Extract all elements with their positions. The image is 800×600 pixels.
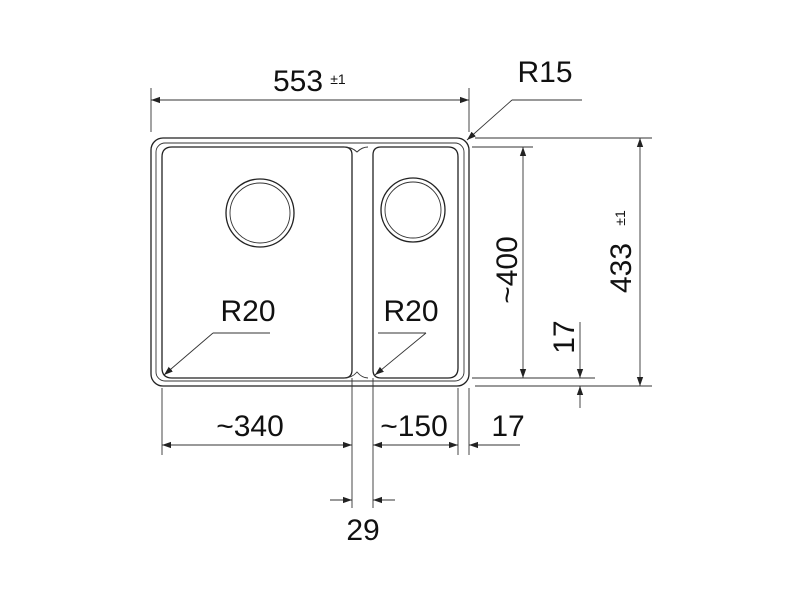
bowl-height-dimension: ~400 bbox=[472, 146, 595, 379]
rim-bottom-dimension: 17 bbox=[548, 320, 584, 408]
bottom-extension-lines bbox=[161, 378, 470, 508]
right-corner-radius-label: R20 bbox=[383, 295, 438, 328]
left-bowl-width-label: ~340 bbox=[216, 410, 284, 443]
outer-rim bbox=[150, 137, 470, 387]
left-corner-radius-dimension: R20 bbox=[163, 295, 276, 376]
outer-radius-dimension: R15 bbox=[466, 56, 582, 141]
right-bowl bbox=[372, 146, 459, 379]
left-drain-inner bbox=[229, 182, 291, 244]
right-bowl-outline bbox=[372, 146, 459, 379]
overall-width-dimension: 553 ±1 bbox=[150, 65, 470, 132]
rim-bottom-label: 17 bbox=[548, 320, 581, 353]
bowl-height-label: ~400 bbox=[491, 236, 524, 304]
overall-height-dimension: 433 ±1 bbox=[475, 137, 652, 387]
overall-width-tolerance: ±1 bbox=[330, 71, 346, 87]
rim-right-label: 17 bbox=[491, 410, 524, 443]
left-bowl bbox=[161, 146, 353, 379]
outer-radius-label: R15 bbox=[517, 56, 572, 89]
overall-height-tolerance: ±1 bbox=[612, 210, 628, 226]
right-drain-inner bbox=[384, 181, 442, 239]
right-drain-icon bbox=[380, 177, 446, 243]
overall-height-label: 433 bbox=[605, 243, 638, 293]
overall-width-label: 553 bbox=[273, 65, 323, 98]
sink-outline bbox=[150, 137, 470, 387]
left-corner-radius-label: R20 bbox=[220, 295, 275, 328]
divider-width-label: 29 bbox=[346, 514, 379, 547]
divider bbox=[343, 146, 369, 379]
right-bowl-width-label: ~150 bbox=[380, 410, 448, 443]
right-corner-radius-dimension: R20 bbox=[374, 295, 439, 376]
right-bowl-width-dimension: ~150 bbox=[373, 410, 458, 449]
left-drain-icon bbox=[225, 178, 295, 248]
left-bowl-width-dimension: ~340 bbox=[162, 410, 352, 449]
inner-rim bbox=[155, 142, 465, 382]
left-bowl-outline bbox=[161, 146, 353, 379]
divider-width-dimension: 29 bbox=[330, 496, 395, 547]
rim-right-dimension: 17 bbox=[469, 410, 525, 449]
